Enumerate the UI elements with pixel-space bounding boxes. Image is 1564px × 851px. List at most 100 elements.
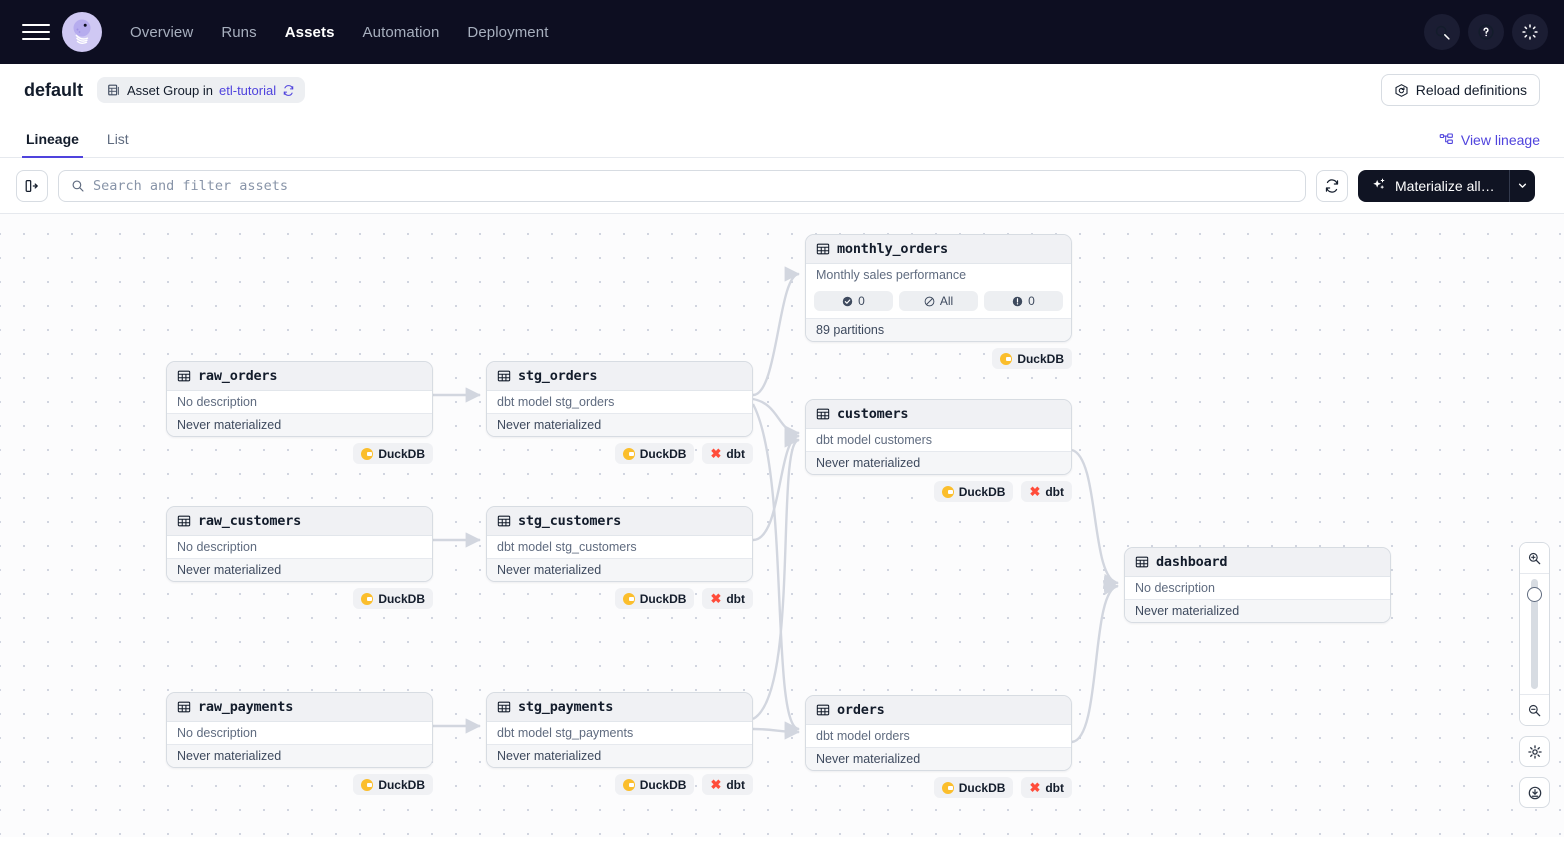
table-icon <box>1135 556 1149 568</box>
graph-zoom-controls <box>1519 542 1550 808</box>
tag-duckdb[interactable]: DuckDB <box>353 774 433 795</box>
refresh-icon <box>1325 178 1339 193</box>
zoom-out-icon[interactable] <box>1520 694 1549 725</box>
tag-label: dbt <box>726 591 745 606</box>
nav-link-runs[interactable]: Runs <box>221 23 257 41</box>
materialize-dropdown-caret[interactable] <box>1508 169 1535 202</box>
asset-group-chip-prefix: Asset Group in <box>127 82 214 98</box>
graph-settings-gear-icon[interactable] <box>1519 736 1550 767</box>
partition-count-materialized[interactable]: 0 <box>814 291 893 311</box>
materialize-all-label: Materialize all… <box>1395 177 1495 194</box>
tag-label: DuckDB <box>639 777 687 792</box>
asset-node-tags: DuckDB ✖ dbt <box>486 443 753 464</box>
asset-group-chip[interactable]: Asset Group in etl-tutorial <box>97 77 306 103</box>
asset-node-raw_orders[interactable]: raw_orders No description Never material… <box>166 361 433 464</box>
nav-link-deployment[interactable]: Deployment <box>467 23 549 41</box>
asset-node-title: stg_payments <box>518 699 614 715</box>
asset-node-dashboard[interactable]: dashboard No description Never materiali… <box>1124 547 1391 623</box>
view-lineage-link[interactable]: View lineage <box>1439 132 1540 148</box>
asset-node-partitions: 89 partitions <box>806 319 1071 341</box>
refresh-button[interactable] <box>1316 169 1348 202</box>
duckdb-icon <box>941 781 954 794</box>
asset-node-raw_customers[interactable]: raw_customers No description Never mater… <box>166 506 433 609</box>
tag-dbt[interactable]: ✖ dbt <box>1021 481 1072 502</box>
tag-duckdb[interactable]: DuckDB <box>992 348 1072 369</box>
asset-node-status: Never materialized <box>167 745 432 767</box>
edge-stg_orders-monthly_orders <box>752 266 800 397</box>
nav-link-automation[interactable]: Automation <box>362 23 440 41</box>
asset-node-stg_payments[interactable]: stg_payments dbt model stg_payments Neve… <box>486 692 753 795</box>
asset-node-stg_orders[interactable]: stg_orders dbt model stg_orders Never ma… <box>486 361 753 464</box>
edge-stg_orders-customers <box>752 397 800 441</box>
dbt-icon: ✖ <box>710 591 722 606</box>
tag-duckdb[interactable]: DuckDB <box>614 588 695 609</box>
tag-label: dbt <box>1045 780 1064 795</box>
tag-duckdb[interactable]: DuckDB <box>353 443 433 464</box>
nav-right-actions <box>1424 0 1548 64</box>
tab-list[interactable]: List <box>106 131 129 147</box>
asset-node-customers[interactable]: customers dbt model customers Never mate… <box>805 399 1072 502</box>
tag-duckdb[interactable]: DuckDB <box>614 443 695 464</box>
lineage-graph-canvas[interactable]: raw_orders No description Never material… <box>0 214 1564 837</box>
hamburger-menu-icon[interactable] <box>22 18 50 46</box>
assets-toolbar: Materialize all… <box>0 158 1564 214</box>
tag-dbt[interactable]: ✖ dbt <box>702 588 753 609</box>
edge-stg_payments-customers <box>752 432 800 721</box>
exclamation-circle-icon <box>1012 296 1023 306</box>
asset-node-orders[interactable]: orders dbt model orders Never materializ… <box>805 695 1072 798</box>
tag-label: DuckDB <box>639 591 687 606</box>
asset-node-raw_payments[interactable]: raw_payments No description Never materi… <box>166 692 433 795</box>
nav-link-overview[interactable]: Overview <box>130 23 194 41</box>
materialize-all-button[interactable]: Materialize all… <box>1358 169 1509 202</box>
edge-stg_payments-orders <box>752 724 800 740</box>
asset-node-tags: DuckDB ✖ dbt <box>805 777 1072 798</box>
asset-node-description: dbt model stg_payments <box>487 722 752 745</box>
search-input[interactable] <box>93 177 1293 194</box>
tag-dbt[interactable]: ✖ dbt <box>702 443 753 464</box>
duckdb-icon <box>622 447 635 460</box>
reload-definitions-button[interactable]: Reload definitions <box>1380 74 1540 106</box>
check-circle-icon <box>842 296 853 306</box>
table-icon <box>177 370 191 382</box>
asset-node-title: orders <box>837 702 885 718</box>
tag-dbt[interactable]: ✖ dbt <box>702 774 753 795</box>
help-icon[interactable] <box>1468 14 1504 50</box>
partition-count-failed[interactable]: 0 <box>984 291 1063 311</box>
tab-lineage[interactable]: Lineage <box>22 131 83 158</box>
tabs-row: Lineage List View lineage <box>0 116 1564 158</box>
tag-dbt[interactable]: ✖ dbt <box>1021 777 1072 798</box>
asset-node-monthly_orders[interactable]: monthly_orders Monthly sales performance… <box>805 234 1072 369</box>
tag-duckdb[interactable]: DuckDB <box>933 481 1014 502</box>
tag-label: dbt <box>1045 484 1064 499</box>
asset-node-title: customers <box>837 406 909 422</box>
tag-duckdb[interactable]: DuckDB <box>933 777 1014 798</box>
zoom-slider-knob[interactable] <box>1527 587 1542 602</box>
partition-count-missing[interactable]: All <box>899 291 978 311</box>
asset-node-status: Never materialized <box>167 414 432 436</box>
dbt-icon: ✖ <box>1029 484 1041 499</box>
duckdb-icon <box>361 447 374 460</box>
asset-node-status: Never materialized <box>806 748 1071 770</box>
nav-link-assets[interactable]: Assets <box>284 23 335 41</box>
zoom-slider[interactable] <box>1520 574 1549 694</box>
main-nav-links: Overview Runs Assets Automation Deployme… <box>130 24 548 41</box>
asset-node-title: raw_payments <box>198 699 294 715</box>
tag-duckdb[interactable]: DuckDB <box>614 774 695 795</box>
dagster-logo-icon[interactable] <box>62 12 102 52</box>
asset-node-tags: DuckDB ✖ dbt <box>805 481 1072 502</box>
zoom-slider-track <box>1531 579 1538 689</box>
dbt-icon: ✖ <box>710 777 722 792</box>
asset-node-tags: DuckDB ✖ dbt <box>486 588 753 609</box>
search-icon[interactable] <box>1424 14 1460 50</box>
asset-node-stg_customers[interactable]: stg_customers dbt model stg_customers Ne… <box>486 506 753 609</box>
zoom-in-icon[interactable] <box>1520 543 1549 574</box>
toggle-sidebar-panel-button[interactable] <box>16 169 48 202</box>
asset-node-title: dashboard <box>1156 554 1228 570</box>
asset-group-chip-link[interactable]: etl-tutorial <box>219 82 277 98</box>
gear-icon[interactable] <box>1512 14 1548 50</box>
recenter-graph-icon[interactable] <box>1519 777 1550 808</box>
search-and-filter-container[interactable] <box>58 169 1306 202</box>
tag-duckdb[interactable]: DuckDB <box>353 588 433 609</box>
reload-small-icon[interactable] <box>282 84 295 97</box>
duckdb-icon <box>941 485 954 498</box>
